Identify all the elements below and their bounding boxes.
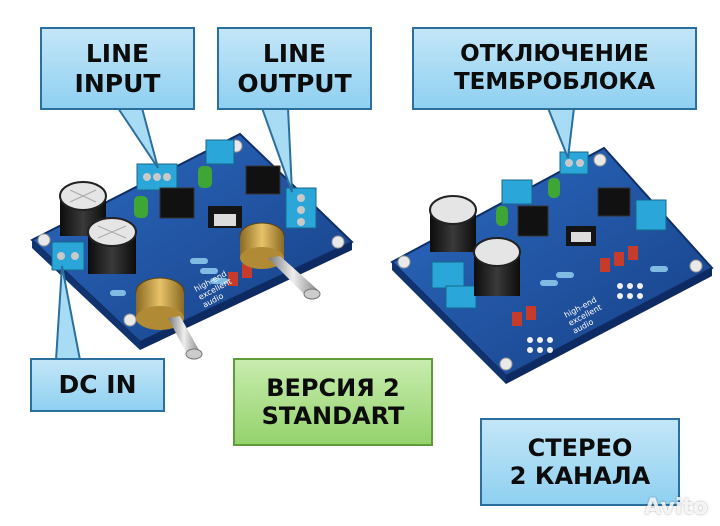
callout-tone-stack-disable: ОТКЛЮЧЕНИЕ ТЕМБРОБЛОКА [412, 27, 697, 110]
left-amplifier-board: high-end excellent audio [30, 132, 354, 360]
line-output-terminal [285, 187, 317, 229]
tone-bypass-terminal [559, 151, 589, 175]
volume-potentiometer [135, 277, 203, 360]
callout-pointers [54, 107, 576, 361]
resistors [110, 238, 274, 296]
callout-dc-in: DC IN [30, 358, 165, 412]
callout-line-output: LINE OUTPUT [217, 27, 372, 110]
filter-capacitors [59, 181, 137, 274]
avito-watermark: Avito [644, 495, 708, 520]
callout-version: ВЕРСИЯ 2 STANDART [233, 358, 433, 446]
right-amplifier-board: high-end excellent audio [390, 146, 714, 384]
tone-potentiometer [239, 222, 321, 300]
callout-line-input: LINE INPUT [40, 27, 195, 110]
callout-stereo: СТЕРЕО 2 КАНАЛА [480, 418, 680, 506]
dc-in-terminal [51, 241, 85, 271]
line-input-terminal [136, 163, 178, 191]
